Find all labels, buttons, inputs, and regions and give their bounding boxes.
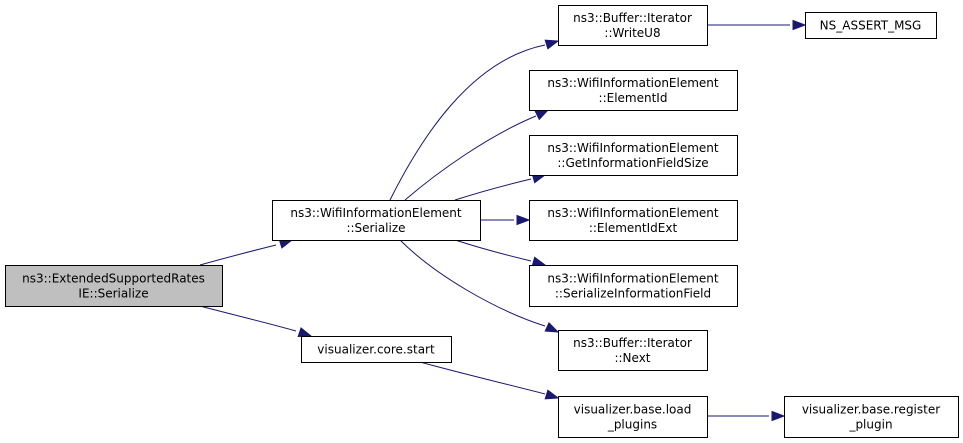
arrowhead-icon: [771, 410, 786, 422]
node-box[interactable]: [529, 265, 738, 307]
edge-line: [399, 239, 546, 327]
edge-root-to-wie_serialize: [199, 238, 294, 266]
edge-viz_start-to-load_plugins: [419, 361, 560, 400]
node-label-line: ::Serialize: [346, 221, 405, 235]
node-box[interactable]: [784, 396, 959, 438]
edge-write_u8-to-ns_assert: [707, 19, 807, 31]
edge-wie_serialize-to-get_info_size: [454, 173, 547, 201]
arrowhead-icon: [297, 327, 313, 338]
edge-root-to-viz_start: [199, 305, 313, 338]
node-label-line: ns3::WifiInformationElement: [290, 206, 462, 220]
edge-wie_serialize-to-element_id: [404, 109, 550, 201]
node-box[interactable]: [529, 200, 738, 241]
node-write-u8[interactable]: ns3::Buffer::Iterator::WriteU8: [558, 5, 708, 46]
node-ns-assert[interactable]: NS_ASSERT_MSG: [805, 12, 937, 39]
node-label-line: _plugin: [848, 418, 892, 432]
edge-wie_serialize-to-write_u8: [389, 39, 560, 201]
arrowhead-icon: [544, 39, 560, 50]
node-box[interactable]: [558, 5, 708, 46]
node-label-line: ns3::WifiInformationElement: [547, 76, 719, 90]
node-iter-next[interactable]: ns3::Buffer::Iterator::Next: [558, 330, 708, 371]
edge-wie_serialize-to-serialize_info: [454, 239, 547, 267]
node-label-line: _plugins: [607, 418, 657, 432]
node-get-info-size[interactable]: ns3::WifiInformationElement::GetInformat…: [529, 135, 738, 176]
node-label-line: IE::Serialize: [78, 287, 148, 301]
arrowhead-icon: [544, 322, 560, 333]
node-label-line: visualizer.base.load: [574, 403, 692, 417]
node-label-line: ns3::Buffer::Iterator: [573, 336, 692, 350]
node-label-line: ::ElementIdExt: [589, 221, 678, 235]
node-label-line: ::Next: [614, 351, 650, 365]
arrowhead-icon: [534, 109, 550, 121]
node-label-line: visualizer.base.register: [802, 403, 940, 417]
arrowhead-icon: [792, 19, 807, 31]
node-label-line: ns3::WifiInformationElement: [547, 141, 719, 155]
node-serialize-info[interactable]: ns3::WifiInformationElement::SerializeIn…: [529, 265, 738, 307]
node-element-id-ext[interactable]: ns3::WifiInformationElement::ElementIdEx…: [529, 200, 738, 241]
edge-wie_serialize-to-element_id_ext: [480, 214, 531, 226]
node-label-line: ::SerializeInformationField: [555, 287, 711, 301]
arrowhead-icon: [531, 256, 547, 267]
node-label-line: ::WriteU8: [604, 26, 660, 40]
arrowhead-icon: [544, 389, 560, 400]
node-box[interactable]: [805, 12, 937, 39]
node-box[interactable]: [529, 70, 738, 111]
node-label-line: ns3::Buffer::Iterator: [573, 11, 692, 25]
node-viz-start[interactable]: visualizer.core.start: [301, 336, 452, 363]
edge-line: [199, 305, 297, 332]
node-box[interactable]: [558, 396, 708, 438]
node-label-line: visualizer.core.start: [317, 343, 435, 357]
node-wie-serialize[interactable]: ns3::WifiInformationElement::Serialize: [272, 200, 481, 241]
node-box[interactable]: [558, 330, 708, 371]
node-label-line: ::GetInformationFieldSize: [557, 156, 708, 170]
node-label-line: NS_ASSERT_MSG: [820, 19, 922, 33]
node-load-plugins[interactable]: visualizer.base.load_plugins: [558, 396, 708, 438]
edge-line: [404, 115, 537, 201]
edge-wie_serialize-to-iter_next: [399, 239, 560, 333]
node-box[interactable]: [272, 200, 481, 241]
node-element-id[interactable]: ns3::WifiInformationElement::ElementId: [529, 70, 738, 111]
edge-load_plugins-to-register_plugin: [706, 410, 786, 422]
edge-line: [199, 244, 277, 266]
edge-line: [454, 239, 532, 262]
node-label-line: ns3::ExtendedSupportedRates: [22, 272, 205, 286]
node-box[interactable]: [5, 265, 223, 307]
node-label-line: ::ElementId: [599, 91, 668, 105]
node-box[interactable]: [301, 336, 452, 363]
edge-line: [454, 178, 532, 201]
edge-line: [419, 361, 546, 395]
node-register-plugin[interactable]: visualizer.base.register_plugin: [784, 396, 959, 438]
edge-line: [389, 44, 546, 201]
arrowhead-icon: [516, 214, 531, 226]
node-label-line: ns3::WifiInformationElement: [547, 206, 719, 220]
node-label-line: ns3::WifiInformationElement: [547, 272, 719, 286]
node-box[interactable]: [529, 135, 738, 176]
